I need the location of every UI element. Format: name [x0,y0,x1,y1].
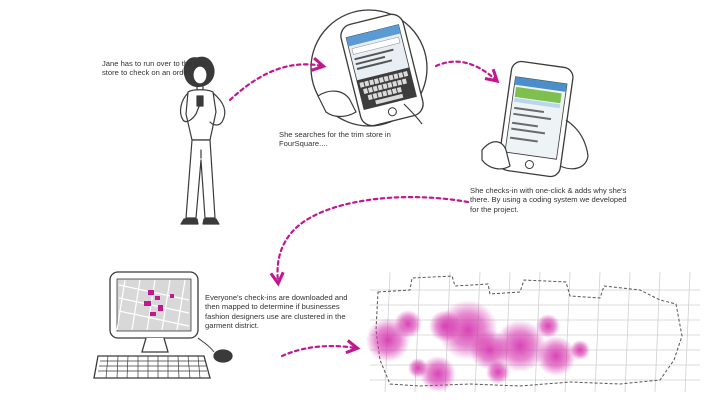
caption-step-4: Everyone's check-ins are downloaded and … [205,293,348,331]
woman-figure-icon [179,56,226,225]
smartphone-icon [481,60,589,178]
caption-step-2: She searches for the trim store in FourS… [279,130,391,149]
flow-arrow-4 [280,346,356,358]
flow-arrow-2 [434,60,496,80]
heatmap-street-map-icon [366,271,700,393]
phone-in-hand-icon [310,9,428,127]
flow-arrow-3 [278,196,470,282]
flow-arrow-1 [228,64,322,102]
caption-step-1: Jane has to run over to the trim store t… [102,59,208,78]
caption-step-3: She checks-in with one-click & adds why … [470,186,627,214]
desktop-computer-icon [93,271,233,379]
